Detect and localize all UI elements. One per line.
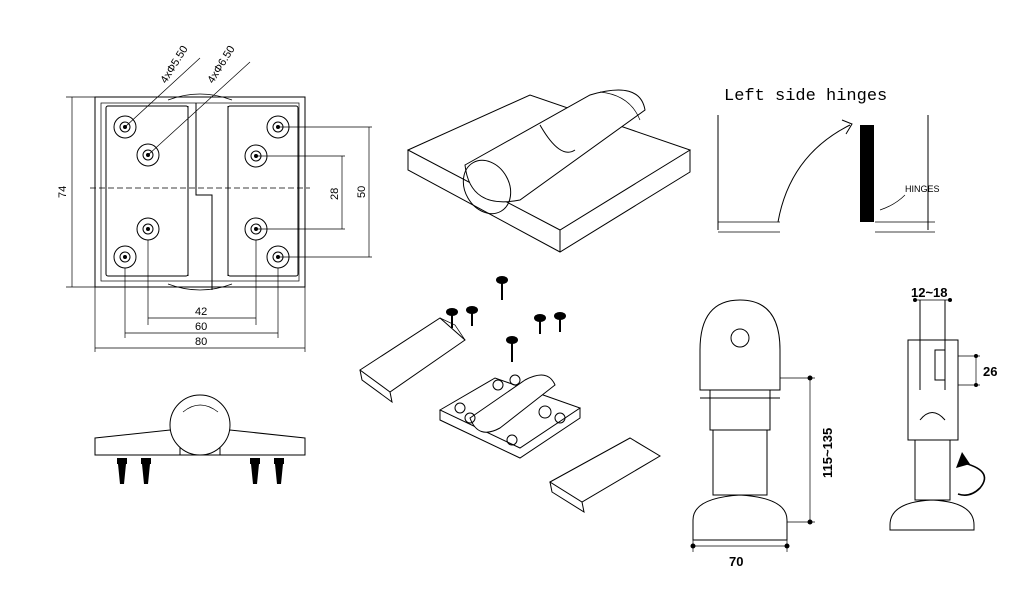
left-side-hinges-diagram: Left side hinges HINGES — [717, 87, 940, 233]
hinge-front-view: 4xΦ5.50 4xΦ6.50 74 42 60 80 28 50 — [57, 44, 372, 352]
screw-icon — [506, 336, 518, 362]
rotation-arrow-icon — [956, 452, 986, 496]
hinge-exploded-view — [359, 276, 661, 514]
dim-side-26: 26 — [983, 364, 997, 379]
screw-icon — [141, 458, 151, 484]
dim-42: 42 — [195, 306, 207, 318]
screw-hole — [113, 245, 137, 269]
dim-28: 28 — [329, 188, 341, 200]
dim-width-70: 70 — [729, 554, 743, 569]
hole-callout-large: 4xΦ6.50 — [205, 44, 237, 86]
dim-50: 50 — [356, 186, 368, 198]
hinge-plate-outline — [94, 96, 306, 288]
dim-60: 60 — [195, 321, 207, 333]
screw-icon — [274, 458, 284, 484]
screw-hole — [136, 217, 160, 241]
dim-top-12-18: 12~18 — [911, 285, 948, 300]
support-leg-side-view: 12~18 26 — [889, 285, 997, 531]
screw-icon — [117, 458, 127, 484]
screw-icon — [534, 314, 546, 334]
diagram-title: Left side hinges — [724, 87, 887, 106]
left-leaf — [105, 105, 189, 277]
screw-hole — [136, 143, 160, 167]
hinge-side-profile — [94, 394, 306, 484]
door-panel — [860, 125, 874, 222]
dim-80: 80 — [195, 336, 207, 348]
hinge-isometric-view — [406, 89, 692, 253]
support-leg-front-view: 115~135 70 — [690, 299, 835, 569]
screw-icon — [466, 306, 478, 326]
screw-icon — [446, 308, 458, 328]
screw-icon — [250, 458, 260, 484]
hole-callout-small: 4xΦ5.50 — [158, 44, 190, 86]
screw-icon — [496, 276, 508, 300]
dim-height-115-135: 115~135 — [820, 428, 835, 478]
screw-icon — [554, 312, 566, 332]
dim-height-74: 74 — [57, 186, 69, 198]
hinges-label: HINGES — [905, 184, 940, 194]
